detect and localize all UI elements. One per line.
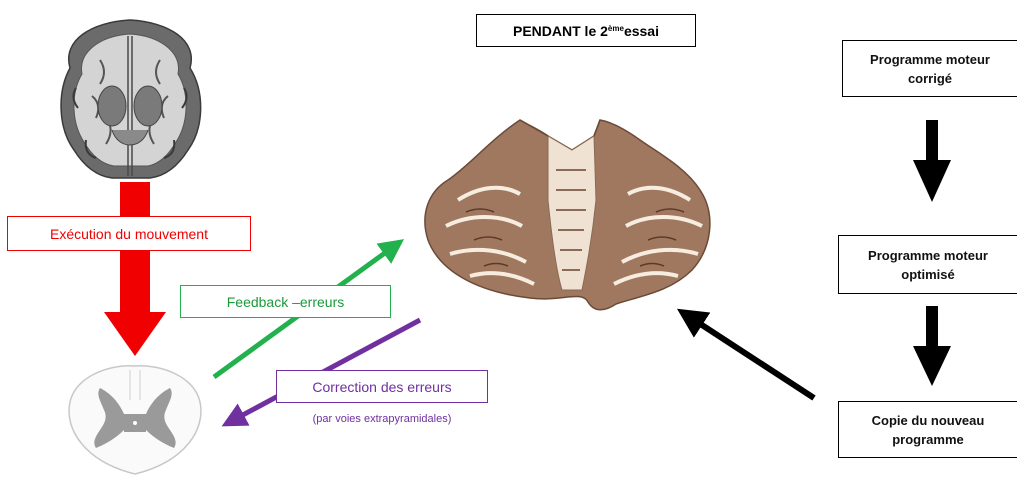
copy-to-cerebellum-arrow xyxy=(682,312,814,398)
execution-arrow xyxy=(104,182,166,356)
execution-label: Exécution du mouvement xyxy=(50,226,208,242)
execution-label-box: Exécution du mouvement xyxy=(7,216,251,251)
optimized-program-line-1: Programme moteur xyxy=(868,246,988,265)
feedback-label-box: Feedback –erreurs xyxy=(180,285,391,318)
brain-coronal-image xyxy=(61,20,201,178)
copy-program-line-2: programme xyxy=(892,430,964,449)
optimized-program-box: Programme moteur optimisé xyxy=(838,235,1017,294)
copy-program-box: Copie du nouveau programme xyxy=(838,401,1017,458)
correction-label: Correction des erreurs xyxy=(312,379,451,395)
correction-label-box: Correction des erreurs xyxy=(276,370,488,403)
spinal-cord-image xyxy=(69,366,201,474)
title-prefix: PENDANT le 2 xyxy=(513,23,608,39)
feedback-label: Feedback –erreurs xyxy=(227,294,345,310)
down-arrow-1 xyxy=(913,120,951,202)
title-superscript: ème xyxy=(608,24,624,33)
corrected-program-box: Programme moteur corrigé xyxy=(842,40,1017,97)
corrected-program-line-2: corrigé xyxy=(908,69,952,88)
cerebellum-image xyxy=(425,120,710,310)
title-suffix: essai xyxy=(624,23,659,39)
copy-program-line-1: Copie du nouveau xyxy=(872,411,985,430)
down-arrow-2 xyxy=(913,306,951,386)
optimized-program-line-2: optimisé xyxy=(901,265,954,284)
corrected-program-line-1: Programme moteur xyxy=(870,50,990,69)
correction-note: (par voies extrapyramidales) xyxy=(270,413,494,425)
